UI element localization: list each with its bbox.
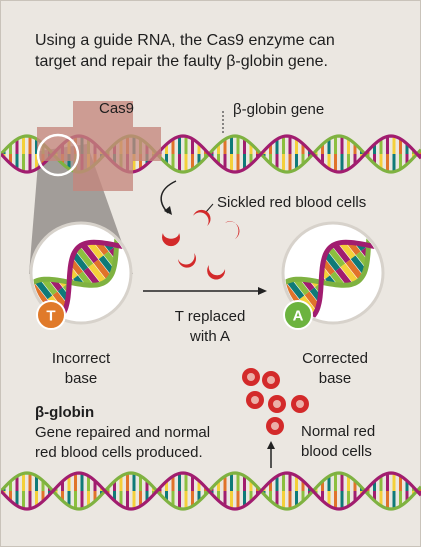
base-pair — [274, 315, 276, 318]
base-pair — [80, 242, 99, 264]
base-pair — [389, 229, 402, 246]
base-pair — [83, 267, 101, 287]
sickle-cell — [207, 265, 226, 280]
base-badge-T: T — [36, 300, 66, 330]
base-pair — [332, 242, 351, 264]
zoom-corrected — [274, 221, 402, 325]
incorrect-line-2: base — [64, 370, 98, 387]
intro-line-2: target and repair the faulty β-globin ge… — [35, 53, 328, 70]
normal-cells-line-1: Normal red — [301, 423, 376, 440]
base-pair — [137, 229, 150, 246]
sickled-cells-label: Sickled red blood cells — [217, 194, 367, 211]
normal-cells-arrow-head — [267, 441, 275, 449]
base-badge-A: A — [283, 300, 313, 330]
base-pair — [367, 225, 381, 240]
normal-cells — [242, 368, 309, 435]
base-pair — [98, 255, 116, 274]
base-letter-T: T — [46, 308, 55, 325]
normal-cell — [262, 371, 280, 389]
base-pair — [345, 259, 364, 281]
sickle-cell — [162, 233, 180, 247]
base-pair — [33, 294, 37, 312]
normal-cell — [266, 417, 284, 435]
normal-cell — [242, 368, 260, 386]
intro-line-1: Using a guide RNA, the Cas9 enzyme can — [35, 32, 335, 49]
normal-cell — [246, 391, 264, 409]
backbone-green — [1, 471, 421, 511]
base-pair — [327, 246, 346, 268]
normal-cell — [291, 395, 309, 413]
zoom-replace-arrow-head — [258, 287, 267, 295]
base-pair — [93, 259, 112, 281]
cas9-label: Cas9 — [99, 100, 135, 117]
base-pair — [121, 225, 129, 232]
base-pair — [117, 225, 129, 236]
replace-line-1: T replaced — [174, 308, 246, 325]
base-pair — [75, 246, 94, 268]
base-pair — [115, 225, 129, 240]
incorrect-line-1: Incorrect — [51, 350, 111, 367]
summary-line-2: red blood cells produced. — [35, 444, 203, 461]
base-pair — [376, 235, 381, 251]
sickle-cell — [178, 253, 196, 268]
base-pair — [339, 240, 356, 260]
base-pair — [34, 278, 53, 300]
base-pair — [285, 294, 289, 312]
sickled-leader-line — [205, 203, 214, 213]
base-pair — [340, 263, 359, 285]
base-pair — [384, 233, 396, 248]
base-pair — [87, 240, 104, 260]
dna-strand-bottom — [1, 471, 421, 511]
curved-arrow-down-head — [164, 206, 172, 215]
backbone-magenta — [1, 471, 421, 511]
base-pair — [71, 252, 89, 272]
zoom-incorrect — [22, 221, 150, 325]
base-letter-A: A — [293, 308, 304, 325]
beta-globin-gene-label: β-globin gene — [233, 101, 325, 118]
base-pair — [33, 311, 39, 321]
sickle-cell — [193, 209, 211, 226]
base-pair — [124, 235, 129, 251]
base-pair — [24, 317, 26, 320]
corrected-line-1: Corrected — [302, 350, 368, 367]
cas9-enzyme — [37, 101, 161, 191]
base-pair — [132, 233, 144, 248]
base-pair — [276, 317, 278, 320]
base-pair — [22, 315, 24, 318]
sickled-cells — [162, 209, 240, 280]
sickle-cell — [225, 221, 240, 239]
base-pair — [275, 305, 281, 313]
summary-line-1: Gene repaired and normal — [35, 424, 211, 441]
base-pair — [323, 252, 341, 272]
cas9-target-circle — [36, 133, 80, 177]
replace-line-2: with A — [189, 328, 231, 345]
base-pair — [373, 225, 381, 232]
base-pair — [335, 267, 353, 287]
summary-title: β-globin — [35, 404, 95, 421]
base-pair — [369, 225, 381, 236]
base-pair — [23, 305, 29, 313]
base-pair — [88, 263, 107, 285]
base-pair — [350, 255, 368, 274]
corrected-line-2: base — [318, 370, 352, 387]
normal-cell — [268, 395, 286, 413]
base-pair — [286, 278, 305, 300]
normal-cells-line-2: blood cells — [301, 443, 372, 460]
